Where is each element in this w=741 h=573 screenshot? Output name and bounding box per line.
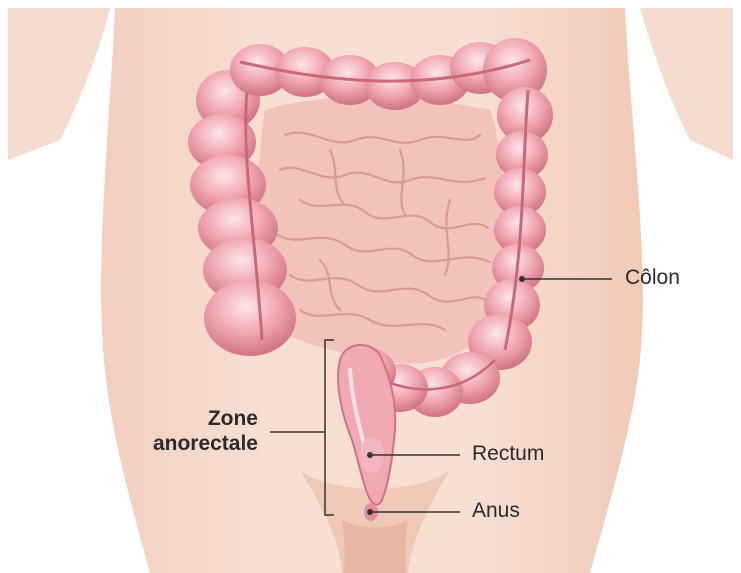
label-zone-anorectale: Zone anorectale: [140, 406, 258, 456]
label-anus: Anus: [472, 498, 520, 523]
label-rectum: Rectum: [472, 441, 544, 466]
label-zone-line2: anorectale: [140, 431, 258, 456]
side-code-text: [0, 487, 13, 547]
label-colon: Côlon: [625, 265, 680, 290]
label-zone-line1: Zone: [140, 406, 258, 431]
